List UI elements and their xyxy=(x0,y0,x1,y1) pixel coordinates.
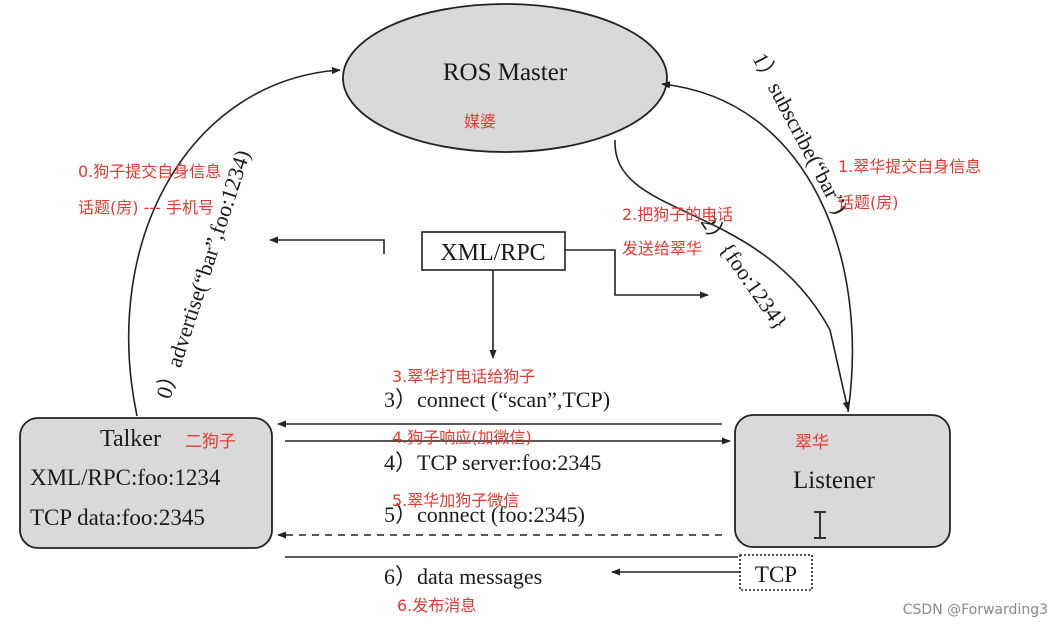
talker-node xyxy=(19,417,273,549)
connect-foo-label: 5）connect (foo:2345) xyxy=(384,502,585,527)
talker-tcp-port: TCP data:foo:2345 xyxy=(30,505,205,530)
note-0-line2: 话题(房) --- 手机号 xyxy=(78,198,214,217)
tcp-box xyxy=(739,554,813,591)
note-0-line1: 0.狗子提交自身信息 xyxy=(78,162,221,181)
talker-note: 二狗子 xyxy=(185,432,236,452)
reply-label: 2）{foo:1234} xyxy=(696,211,793,335)
xmlrpc-left-arrow xyxy=(269,236,385,254)
note-5: 5.翠华加狗子微信 xyxy=(392,491,519,510)
tcp-label: TCP xyxy=(755,562,797,587)
note-2-line1: 2.把狗子的电话 xyxy=(622,205,733,224)
note-6: 6.发布消息 xyxy=(397,596,476,615)
csdn-watermark: CSDN @Forwarding3 xyxy=(903,602,1048,618)
note-2-line2: 发送给翠华 xyxy=(622,239,702,258)
talker-title: Talker xyxy=(100,426,161,452)
subscribe-arrow xyxy=(661,81,854,413)
ros-master-node xyxy=(342,3,668,153)
xmlrpc-label: XML/RPC xyxy=(440,240,545,266)
text-cursor-icon xyxy=(814,511,826,539)
tcp-server-label: 4）TCP server:foo:2345 xyxy=(384,450,601,475)
data-messages-label: 6）data messages xyxy=(384,564,542,589)
note-4: 4.狗子响应(加微信) xyxy=(392,428,532,447)
talker-xmlrpc-port: XML/RPC:foo:1234 xyxy=(30,465,221,490)
connect-scan-label: 3）connect (“scan”,TCP) xyxy=(384,387,610,412)
ros-master-label: ROS Master xyxy=(443,59,568,86)
xmlrpc-right-arrow xyxy=(565,249,709,299)
listener-title: Listener xyxy=(793,467,876,494)
advertise-arrow xyxy=(128,66,341,417)
note-3: 3.翠华打电话给狗子 xyxy=(392,367,535,386)
ros-master-note: 媒婆 xyxy=(464,112,496,131)
note-1-line2: 话题(房) xyxy=(838,193,899,212)
reply-arrow xyxy=(614,139,850,411)
listener-node xyxy=(734,414,951,548)
xmlrpc-box xyxy=(421,231,566,271)
listener-note: 翠华 xyxy=(795,433,829,453)
note-1-line1: 1.翠华提交自身信息 xyxy=(838,157,981,176)
